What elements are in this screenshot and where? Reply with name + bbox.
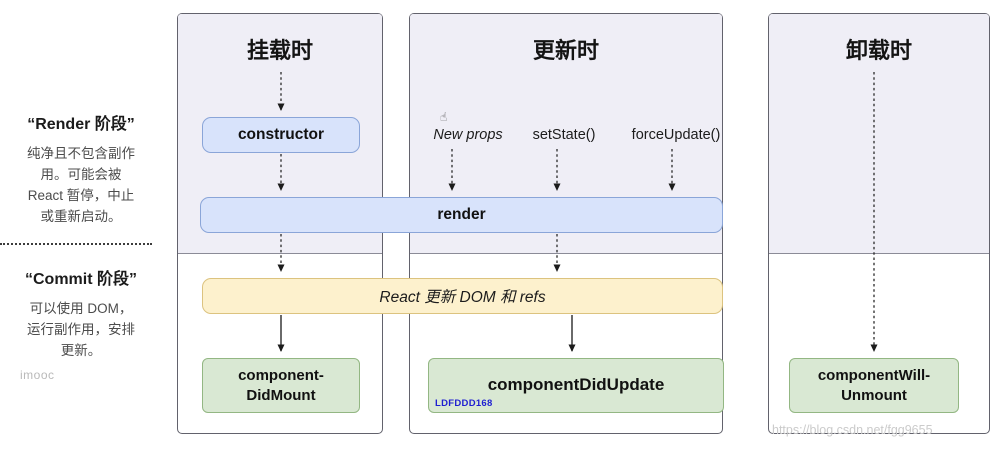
node-component-did-mount: component- DidMount bbox=[202, 358, 360, 413]
node-label-line: component- bbox=[238, 367, 324, 384]
node-label-line: componentDidUpdate bbox=[487, 375, 665, 395]
commit-phase-description: 可以使用 DOM， 运行副作用，安排 更新。 bbox=[0, 298, 162, 361]
trigger-set-state: setState() bbox=[532, 127, 596, 143]
phase-sidebar: “Render 阶段” 纯净且不包含副作 用。可能会被 React 暂停，中止 … bbox=[0, 110, 162, 361]
render-phase-description: 纯净且不包含副作 用。可能会被 React 暂停，中止 或重新启动。 bbox=[0, 143, 162, 227]
node-label-line: DidMount bbox=[246, 386, 316, 404]
node-label-line: componentWill- bbox=[817, 367, 931, 384]
trigger-new-props: New props bbox=[433, 127, 503, 143]
render-phase-line: 用。可能会被 bbox=[40, 167, 122, 182]
node-component-will-unmount: componentWill- Unmount bbox=[789, 358, 959, 413]
commit-phase-line: 运行副作用，安排 bbox=[27, 322, 135, 337]
cursor-hand-icon: ☝ bbox=[440, 110, 448, 124]
node-component-did-update: componentDidUpdate LDFDDD168 bbox=[428, 358, 724, 413]
node-label-line: Unmount bbox=[841, 386, 907, 404]
commit-phase-line: 更新。 bbox=[60, 343, 102, 358]
render-phase-title: “Render 阶段” bbox=[27, 116, 135, 133]
imooc-watermark: imooc bbox=[20, 368, 55, 382]
csdn-url-watermark: https://blog.csdn.net/fgg9655 bbox=[772, 423, 933, 437]
column-unmounting-render-section bbox=[769, 14, 989, 254]
trigger-force-update: forceUpdate() bbox=[631, 127, 721, 143]
commit-phase-line: 可以使用 DOM， bbox=[29, 301, 133, 316]
node-react-updates-dom: React 更新 DOM 和 refs bbox=[202, 278, 723, 314]
node-constructor: constructor bbox=[202, 117, 360, 153]
render-phase-line: 或重新启动。 bbox=[40, 209, 122, 224]
column-mounting-title: 挂载时 bbox=[246, 38, 313, 63]
commit-phase-title: “Commit 阶段” bbox=[24, 271, 137, 288]
render-phase-line: React 暂停，中止 bbox=[27, 188, 135, 203]
column-unmounting-title: 卸载时 bbox=[845, 38, 912, 63]
phase-divider bbox=[0, 243, 152, 245]
render-phase-line: 纯净且不包含副作 bbox=[27, 146, 135, 161]
node-render: render bbox=[200, 197, 723, 233]
column-updating-title: 更新时 bbox=[532, 38, 599, 63]
ldfddd-watermark: LDFDDD168 bbox=[435, 397, 493, 409]
